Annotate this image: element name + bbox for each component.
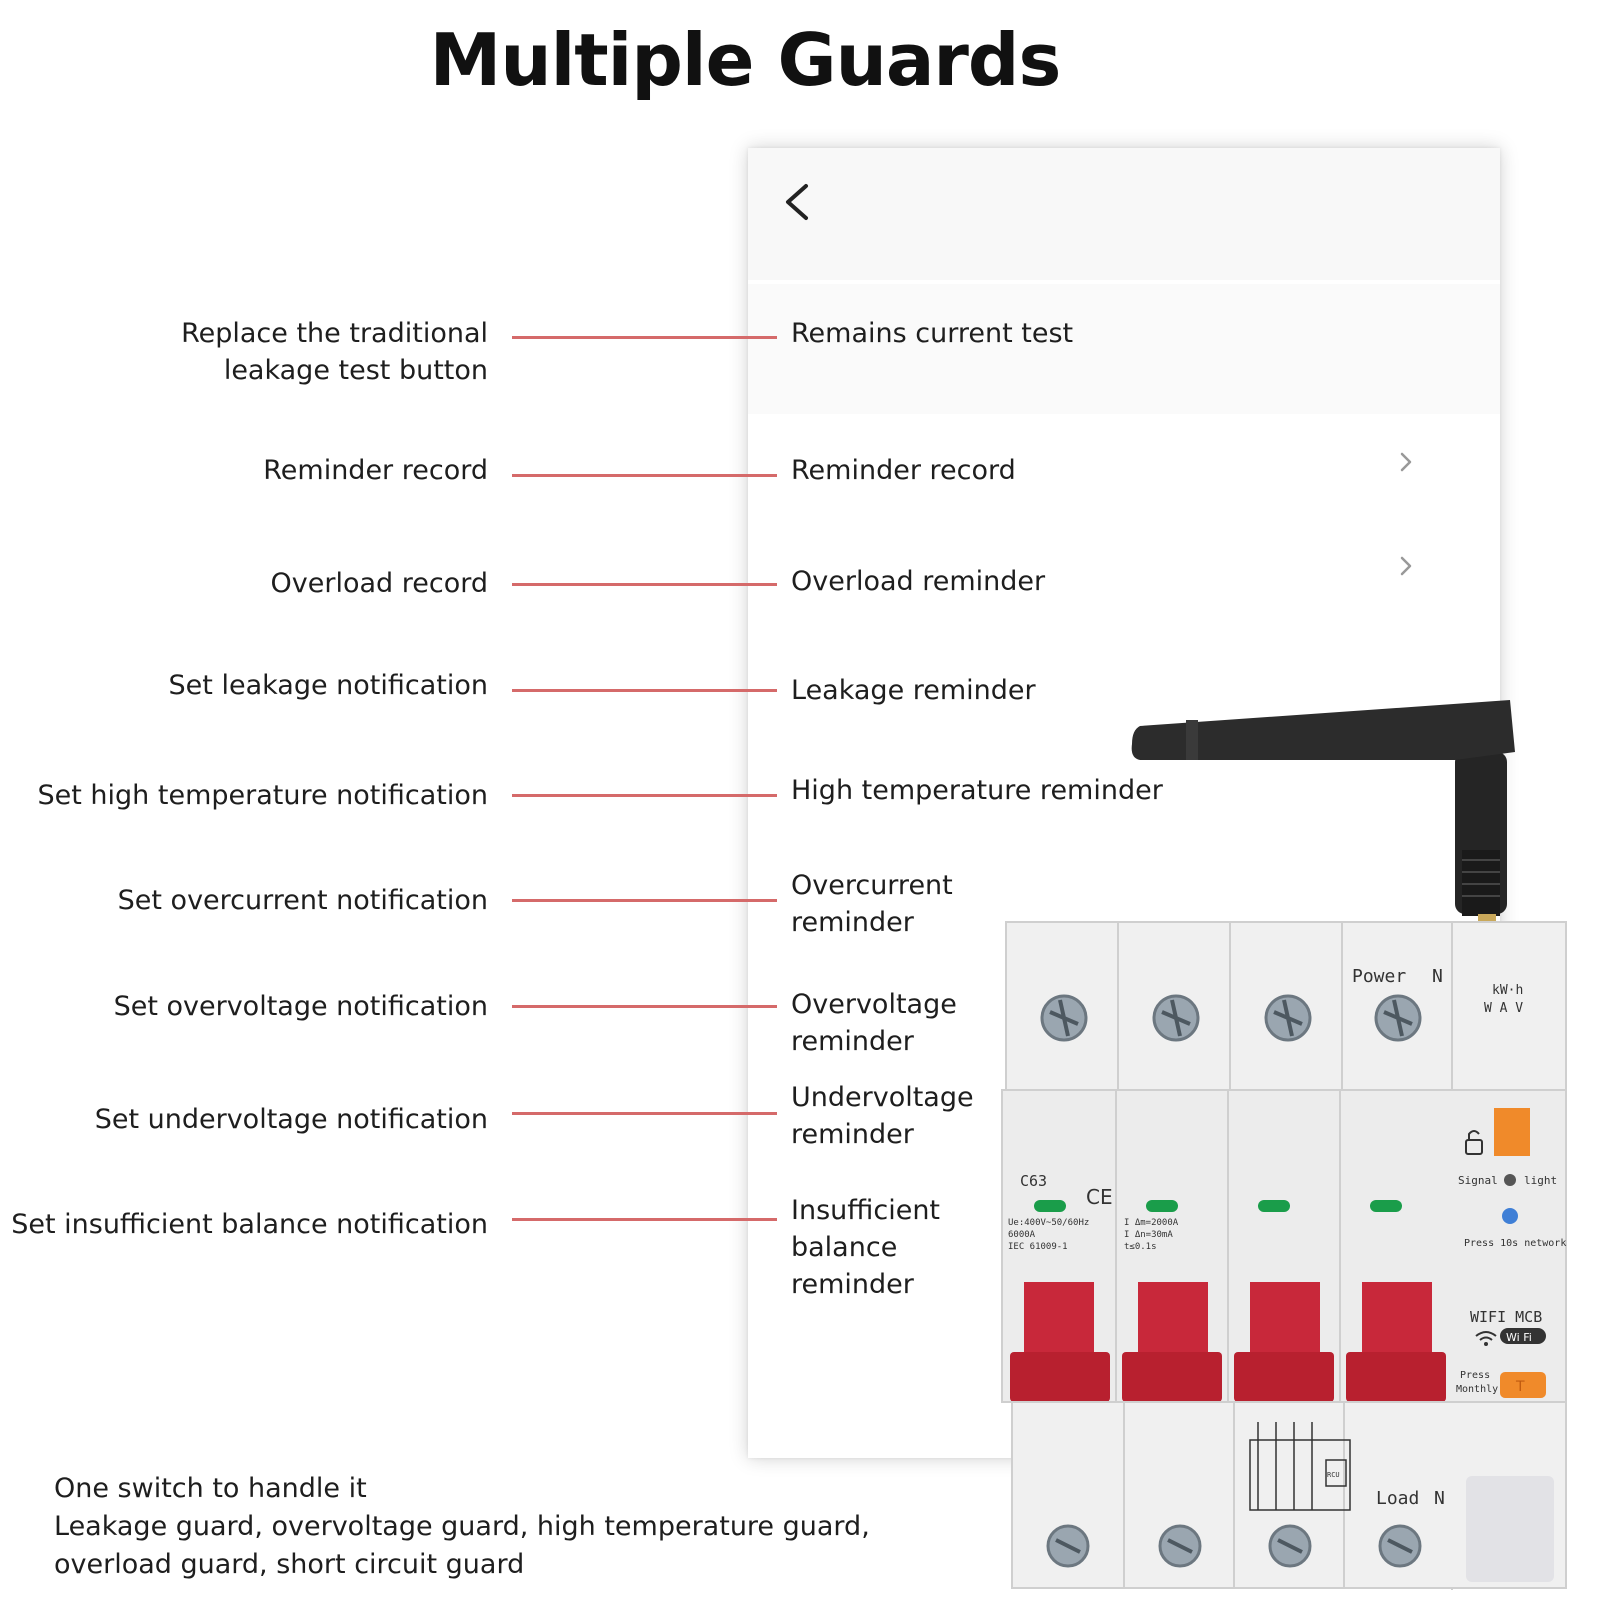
screw-icon [1040,994,1422,1042]
network-button [1502,1208,1518,1224]
page-title: Multiple Guards [429,18,1062,102]
callout-overvoltage-notification: Set overvoltage notification [113,991,488,1022]
svg-text:t≤0.1s: t≤0.1s [1124,1242,1157,1252]
menu-item-leakage-reminder[interactable]: Leakage reminder [791,675,1036,706]
svg-text:C63: C63 [1020,1172,1047,1190]
indicator-light [1370,1200,1402,1212]
menu-item-remains-current-test[interactable]: Remains current test [791,318,1074,349]
menu-item-insufficient-balance-reminder[interactable]: Insufficient balance reminder [791,1195,941,1300]
svg-text:light: light [1524,1174,1557,1187]
callout-leakage-test: Replace the traditional leakage test but… [181,318,488,386]
svg-text:N: N [1434,1488,1445,1509]
svg-text:Signal: Signal [1458,1174,1498,1187]
connector-line [512,474,777,477]
svg-text:Press: Press [1460,1370,1490,1381]
chevron-right-icon[interactable] [1398,450,1414,474]
indicator-light [1258,1200,1290,1212]
connector-line [512,689,777,692]
svg-text:N: N [1432,966,1443,987]
svg-text:WIFI MCB: WIFI MCB [1470,1308,1542,1326]
svg-text:Load: Load [1376,1488,1419,1509]
label-sticker [1466,1476,1554,1582]
svg-text:Monthly: Monthly [1456,1384,1498,1395]
menu-item-undervoltage-reminder[interactable]: Undervoltage reminder [791,1082,974,1150]
svg-text:kW·h: kW·h [1492,983,1523,998]
svg-text:IEC 61009-1: IEC 61009-1 [1008,1242,1068,1252]
svg-text:Wi Fi: Wi Fi [1506,1331,1532,1344]
callout-reminder-record: Reminder record [263,455,488,486]
svg-text:CE: CE [1086,1185,1113,1209]
callout-undervoltage-notification: Set undervoltage notification [94,1104,488,1135]
callout-high-temperature-notification: Set high temperature notification [37,780,489,811]
breaker-handle [1010,1282,1446,1402]
connector-line [512,583,777,586]
callout-insufficient-balance-notification: Set insufficient balance notification [11,1209,488,1240]
screw-icon [1046,1524,1422,1568]
footer-text: One switch to handle it Leakage guard, o… [54,1473,870,1580]
svg-text:Power: Power [1352,966,1406,987]
menu-item-high-temperature-reminder[interactable]: High temperature reminder [791,775,1163,806]
svg-text:T: T [1515,1379,1525,1395]
connector-line [512,336,777,339]
menu-item-overload-reminder[interactable]: Overload reminder [791,566,1046,597]
chevron-right-icon[interactable] [1398,554,1414,578]
svg-text:Press 10s network: Press 10s network [1464,1238,1566,1249]
svg-text:W A V: W A V [1484,1001,1523,1016]
connector-line [512,1005,777,1008]
orange-switch [1494,1108,1530,1156]
callout-overcurrent-notification: Set overcurrent notification [117,885,488,916]
app-header [748,148,1500,280]
menu-item-overvoltage-reminder[interactable]: Overvoltage reminder [791,989,957,1057]
connector-line [512,1112,777,1115]
antenna-icon [1131,700,1515,930]
chevron-left-icon[interactable] [782,182,812,222]
connector-line [512,899,777,902]
svg-text:I Δn=30mA: I Δn=30mA [1124,1230,1173,1240]
svg-text:RCU: RCU [1327,1471,1340,1479]
lock-icon [1465,1130,1483,1155]
test-button [1500,1372,1546,1398]
menu-item-reminder-record[interactable]: Reminder record [791,455,1016,486]
wifi-mcb-device-image: Power N kW·h W A V C63 CE Ue:400V~50/60H… [1001,700,1567,1590]
callout-overload-record: Overload record [270,568,488,599]
circuit-diagram [1249,1422,1351,1511]
svg-text:Ue:400V~50/60Hz: Ue:400V~50/60Hz [1008,1218,1089,1228]
wifi-icon [1475,1331,1497,1346]
connector-line [512,794,777,797]
indicator-light [1146,1200,1178,1212]
list-item-band [748,284,1500,414]
indicator-light [1034,1200,1066,1212]
svg-text:6000A: 6000A [1008,1230,1036,1240]
callout-leakage-notification: Set leakage notification [168,670,488,701]
connector-line [512,1218,777,1221]
svg-text:I Δm=2000A: I Δm=2000A [1124,1218,1179,1228]
menu-item-overcurrent-reminder[interactable]: Overcurrent reminder [791,870,953,938]
